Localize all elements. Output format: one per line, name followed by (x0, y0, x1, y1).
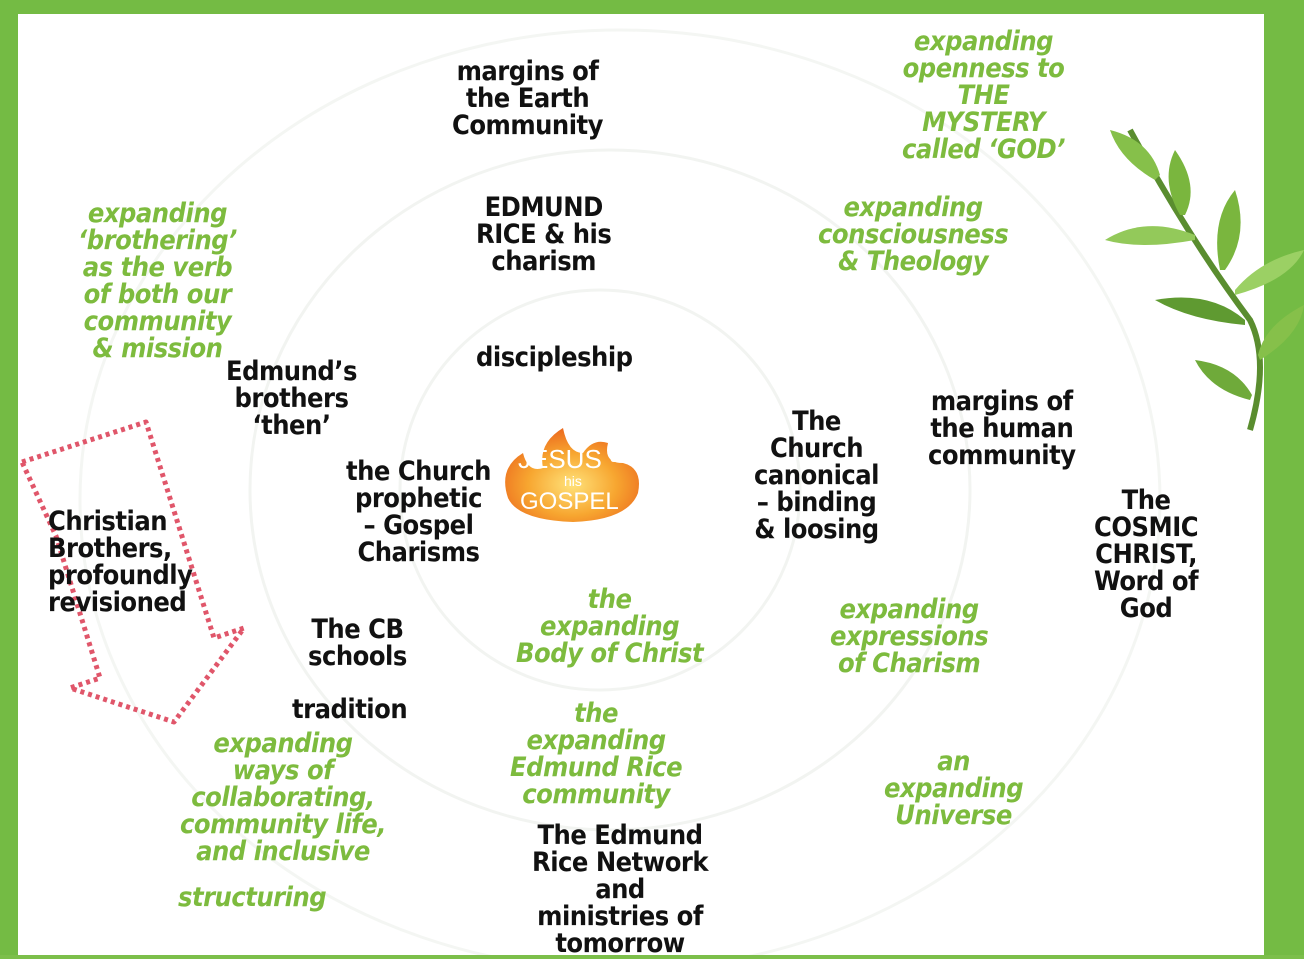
label-expanding-consciousness: expanding consciousness & Theology (818, 192, 1009, 277)
label-expanding-brothering: expanding ‘brothering’ as the verb of bo… (78, 198, 237, 364)
center-title: JESUS (518, 444, 602, 474)
center-gospel: GOSPEL (520, 488, 619, 515)
label-church-canonical: The Church canonical – binding & loosing (754, 406, 880, 545)
leaf-branch-icon (1105, 128, 1304, 431)
jesus-gospel-center: JESUS & his GOSPEL (498, 428, 648, 524)
center-his: his (564, 473, 582, 489)
label-discipleship: discipleship (476, 342, 633, 373)
label-expanding-expressions: expanding expressions of Charism (830, 594, 989, 679)
label-expanding-collaborating: expanding ways of collaborating, communi… (180, 728, 386, 867)
diagram-canvas (18, 14, 1264, 955)
label-edmund-rice-network: The Edmund Rice Network and ministries o… (532, 820, 709, 959)
label-expanding-openness: expanding openness to THE MYSTERY called… (902, 26, 1065, 165)
label-edmund-rice-charism: EDMUND RICE & his charism (476, 192, 612, 277)
label-margins-human: margins of the human community (928, 386, 1076, 471)
label-cosmic-christ: The COSMIC CHRIST, Word of God (1094, 485, 1199, 624)
center-ampersand: & (610, 449, 621, 466)
label-church-prophetic: the Church prophetic – Gospel Charisms (346, 456, 491, 568)
label-cb-schools: The CB schools (308, 614, 407, 672)
label-structuring: structuring (178, 882, 327, 913)
label-edmunds-brothers: Edmund’s brothers ‘then’ (226, 356, 357, 441)
label-expanding-er-community: the expanding Edmund Rice community (510, 698, 683, 810)
flame-icon (505, 428, 639, 522)
label-christian-brothers: Christian Brothers, profoundly revisione… (48, 506, 193, 618)
label-expanding-universe: an expanding Universe (884, 746, 1024, 831)
label-margins-earth: margins of the Earth Community (452, 56, 604, 141)
label-expanding-body-of-christ: the expanding Body of Christ (516, 584, 704, 669)
dotted-down-arrow-icon (19, 419, 247, 725)
label-tradition: tradition (292, 694, 408, 725)
